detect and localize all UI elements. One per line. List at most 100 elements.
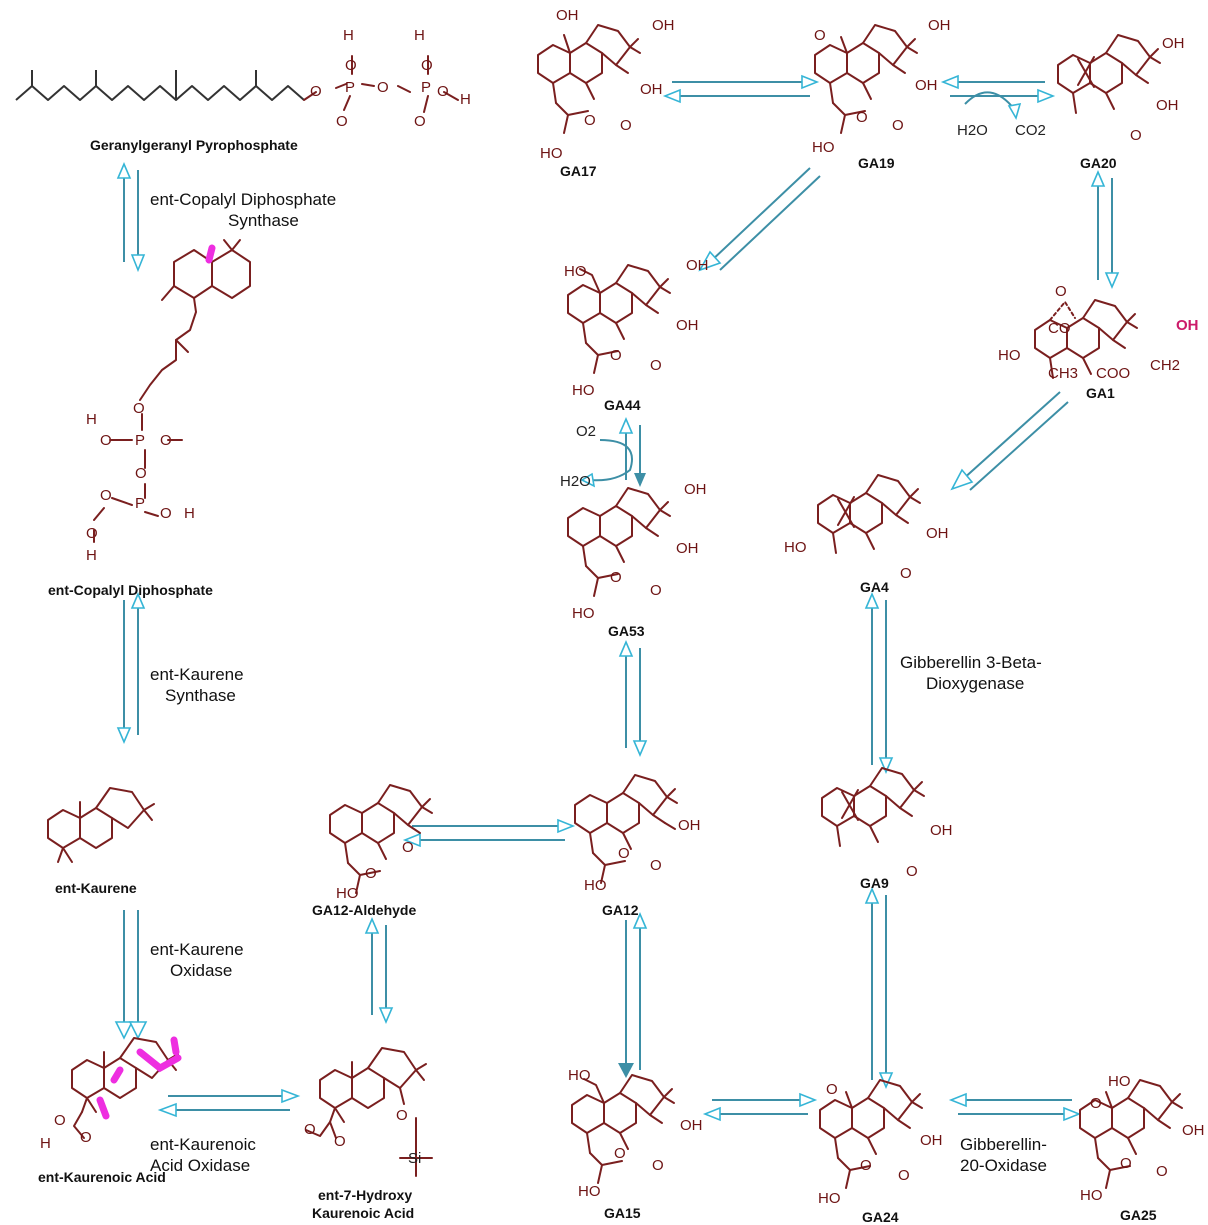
ga15-o: O: [652, 1157, 664, 1174]
cpp-p1: P: [135, 432, 145, 449]
cpp-o2: O: [160, 432, 172, 449]
ga53-ho: HO: [572, 605, 595, 622]
cpp-h3: H: [86, 547, 97, 564]
ga1-coo: COO: [1096, 365, 1130, 382]
ga12-oh: OH: [678, 817, 701, 834]
reagent-h2o-1: H2O: [957, 122, 988, 139]
ga19-o2: O: [856, 109, 868, 126]
ga19-structure: [814, 24, 918, 134]
enzyme-ko-line2: Oxidase: [170, 961, 232, 980]
ga17-structure: [537, 24, 641, 134]
ga20-oh2: OH: [1156, 97, 1179, 114]
ga25-ho1: HO: [1108, 1073, 1131, 1090]
ggpp-p2: P: [421, 79, 431, 96]
ga15-o2: O: [614, 1145, 626, 1162]
ga53-o2: O: [610, 569, 622, 586]
ga19-oh1: OH: [928, 17, 951, 34]
kaurene-label: ent-Kaurene: [55, 880, 137, 896]
ga17-o2: O: [584, 112, 596, 129]
ga25-label: GA25: [1120, 1207, 1157, 1223]
ga12-aldehyde-structure: [329, 784, 433, 894]
enzyme-ks-line2: Synthase: [165, 686, 236, 705]
ga17-oh1: OH: [556, 7, 579, 24]
ga9-o: O: [906, 863, 918, 880]
ga24-o1: O: [826, 1081, 838, 1098]
cpp-h2: H: [184, 505, 195, 522]
ggpp-o5: O: [336, 113, 348, 130]
ga25-structure: [1079, 1079, 1183, 1189]
ga9-structure: [821, 767, 925, 847]
ga4-structure: [817, 474, 921, 554]
ga25-ho2: HO: [1080, 1187, 1103, 1204]
ggpp-o4: O: [421, 57, 433, 74]
reagent-co2: CO2: [1015, 122, 1046, 139]
hydroxy-o2: O: [334, 1133, 346, 1150]
reagent-o2: O2: [576, 423, 596, 440]
ga19-o: O: [892, 117, 904, 134]
enzyme-ga3ox-line2: Dioxygenase: [926, 674, 1024, 693]
ga12-ho: HO: [584, 877, 607, 894]
ga15-ho1: HO: [568, 1067, 591, 1084]
ga53-label: GA53: [608, 623, 645, 639]
ga44-oh2: OH: [676, 317, 699, 334]
enzyme-cps-line1: ent-Copalyl Diphosphate: [150, 190, 336, 209]
ga15-label: GA15: [604, 1205, 641, 1221]
ga24-oh: OH: [920, 1132, 943, 1149]
ga53-oh2: OH: [676, 540, 699, 557]
ga12-label: GA12: [602, 902, 639, 918]
ga4-ho: HO: [784, 539, 807, 556]
ga1-ho: HO: [998, 347, 1021, 364]
hydroxy-o1: O: [304, 1121, 316, 1138]
ggpp-h2: H: [414, 27, 425, 44]
ga19-o1: O: [814, 27, 826, 44]
ga20-label: GA20: [1080, 155, 1117, 171]
hydroxy-kaurenoic-structure: [305, 1047, 433, 1177]
kaurenoic-acid-structure: [71, 1037, 179, 1139]
ga15-oh: OH: [680, 1117, 703, 1134]
cpp-o7: O: [86, 525, 98, 542]
ga19-ho: HO: [812, 139, 835, 156]
cpp-o6: O: [160, 505, 172, 522]
ga15-structure: [571, 1074, 675, 1184]
ga20-o: O: [1130, 127, 1142, 144]
ggpp-o3: O: [345, 57, 357, 74]
ga1-o: O: [1055, 283, 1067, 300]
ggpp-structure: [15, 55, 459, 113]
cpp-p2: P: [135, 495, 145, 512]
ga20-structure: [1057, 34, 1161, 114]
ga17-label: GA17: [560, 163, 597, 179]
ga17-o: O: [620, 117, 632, 134]
ggpp-o1: O: [310, 83, 322, 100]
ga12-o: O: [650, 857, 662, 874]
ga44-ho1: HO: [564, 263, 587, 280]
ga44-label: GA44: [604, 397, 641, 413]
ga25-o: O: [1156, 1163, 1168, 1180]
kaurenoic-o: O: [54, 1112, 66, 1129]
kaurenoic-h: H: [40, 1135, 51, 1152]
ga17-ho: HO: [540, 145, 563, 162]
enzyme-ks-line1: ent-Kaurene: [150, 665, 244, 684]
ga25-o2: O: [1120, 1155, 1132, 1172]
ga1-structure: [1034, 299, 1138, 379]
ga25-oh: OH: [1182, 1122, 1205, 1139]
ga15-ho2: HO: [578, 1183, 601, 1200]
hydroxy-o3: O: [396, 1107, 408, 1124]
ggpp-o7: O: [437, 83, 449, 100]
hydroxy-label-line2: Kaurenoic Acid: [312, 1205, 414, 1221]
ggpp-label: Geranylgeranyl Pyrophosphate: [90, 137, 298, 153]
cpp-o4: O: [135, 465, 147, 482]
ga4-oh: OH: [926, 525, 949, 542]
ga12ald-ho: HO: [336, 885, 359, 902]
enzyme-kao-line2: Acid Oxidase: [150, 1156, 250, 1175]
ga53-o: O: [650, 582, 662, 599]
ga9-oh: OH: [930, 822, 953, 839]
kaurene-structure: [47, 787, 155, 863]
ga17-oh3: OH: [640, 81, 663, 98]
ga24-o2: O: [860, 1157, 872, 1174]
ga12-structure: [574, 774, 678, 884]
ga53-structure: [567, 487, 671, 597]
reagent-h2o-2: H2O: [560, 473, 591, 490]
kaurenoic-o2: O: [80, 1129, 92, 1146]
ga44-structure: [567, 264, 671, 374]
ggpp-o2: O: [377, 79, 389, 96]
